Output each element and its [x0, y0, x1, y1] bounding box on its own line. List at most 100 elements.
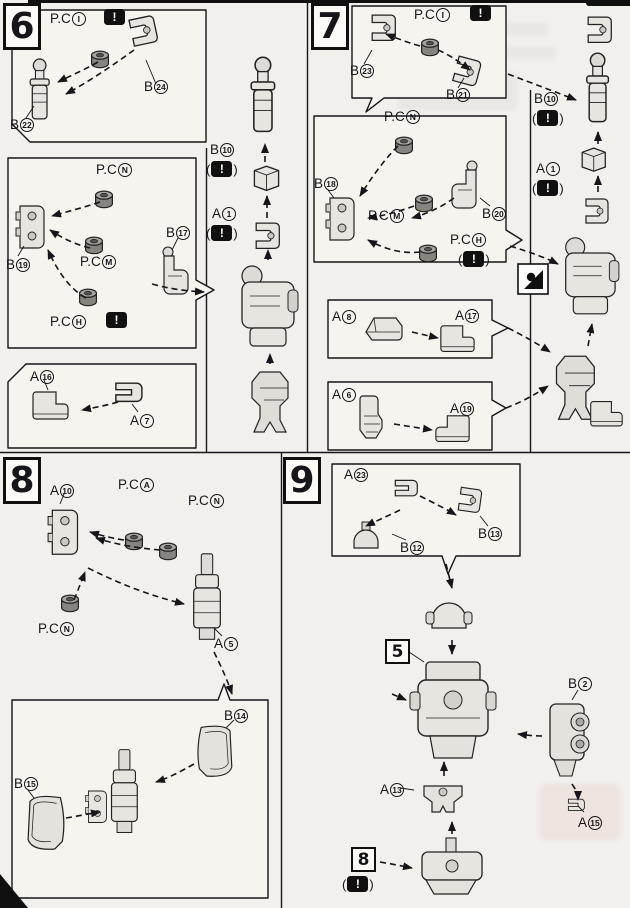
exclamation-icon: ! [537, 180, 559, 196]
part-number: I [71, 12, 86, 26]
part-number: 23 [354, 468, 369, 482]
part-number: 17 [465, 309, 480, 323]
part-leg-body [241, 265, 299, 347]
scan-edge-mark [586, 0, 630, 6]
step6-assembly-column [241, 56, 299, 433]
part-number: 22 [20, 118, 35, 132]
part-number: M [389, 209, 404, 223]
part-foot [590, 401, 623, 427]
part-letter: P.C [50, 314, 71, 330]
part-number: N [59, 622, 74, 636]
part-pc-i-grommet [421, 38, 439, 57]
paren: ( [206, 161, 211, 177]
paren: ( [532, 110, 537, 126]
paren: ) [559, 110, 564, 126]
part-letter: A [50, 483, 60, 499]
part-number: N [405, 110, 420, 124]
step7-parts [325, 14, 623, 443]
caution-icon: ! [470, 5, 491, 21]
caution-note: (!) [458, 251, 490, 267]
part-letter: A [536, 161, 546, 177]
part-a15 [567, 798, 585, 811]
part-number: 15 [24, 777, 39, 791]
part-letter: A [332, 387, 342, 403]
part-a13-collar [423, 785, 463, 813]
part-letter: A [214, 636, 224, 652]
exclamation-icon: ! [211, 161, 233, 177]
part-waist-assembly [421, 837, 483, 895]
part-a5-column [193, 553, 221, 640]
part-top-clamp [587, 16, 612, 43]
part-pc-h-grommet [419, 244, 437, 263]
orientation-caution-icon [517, 263, 549, 295]
part-letter: B [400, 540, 410, 556]
part-letter: B [534, 91, 544, 107]
part-main-torso [409, 661, 497, 759]
part-pc-n-grommet [94, 190, 114, 209]
part-number: 23 [360, 64, 375, 78]
exclamation-icon: ! [104, 9, 125, 25]
caution-note: (!) [532, 180, 564, 196]
part-letter: A [380, 782, 390, 798]
part-number: 1 [222, 207, 237, 221]
part-pc-n2-grommet [60, 594, 80, 613]
part-letter: P.C [384, 109, 405, 125]
part-pc-n-grommet [395, 136, 413, 155]
exclamation-icon: ! [537, 110, 559, 126]
part-frame-figure [251, 371, 289, 433]
step-ref-5: 5 [385, 639, 410, 664]
part-letter: A [450, 401, 460, 417]
part-number: 13 [488, 527, 503, 541]
exclamation-icon: ! [106, 312, 127, 328]
part-b10-cube [253, 165, 280, 192]
part-number: H [471, 233, 486, 247]
part-number: H [71, 315, 86, 329]
paren: ) [233, 161, 238, 177]
paren: ) [369, 876, 374, 892]
part-number: 15 [588, 816, 603, 830]
paren: ( [342, 876, 347, 892]
part-number: 10 [220, 143, 235, 157]
part-number: M [101, 255, 116, 269]
part-letter: P.C [38, 621, 59, 637]
part-number: N [117, 163, 132, 177]
part-number: 1 [546, 162, 561, 176]
paren: ( [458, 251, 463, 267]
caution-note: (!) [342, 876, 374, 892]
step6-mid-panel [7, 157, 215, 349]
part-leg-assembly [586, 52, 610, 123]
part-letter: A [455, 308, 465, 324]
part-letter: B [314, 176, 324, 192]
caution-note: (!) [206, 161, 238, 177]
part-number: I [435, 8, 450, 22]
part-number: A [139, 478, 154, 492]
part-letter: B [6, 257, 16, 273]
caution-icon: ! [104, 9, 125, 25]
part-pc-m-grommet [84, 236, 104, 255]
part-letter: P.C [188, 493, 209, 509]
part-pc-n-grommet [159, 542, 177, 561]
part-pc-m-grommet [415, 194, 433, 213]
part-number: 5 [224, 637, 239, 651]
paren: ( [532, 180, 537, 196]
part-number: 20 [492, 207, 507, 221]
part-number: 2 [578, 677, 593, 691]
